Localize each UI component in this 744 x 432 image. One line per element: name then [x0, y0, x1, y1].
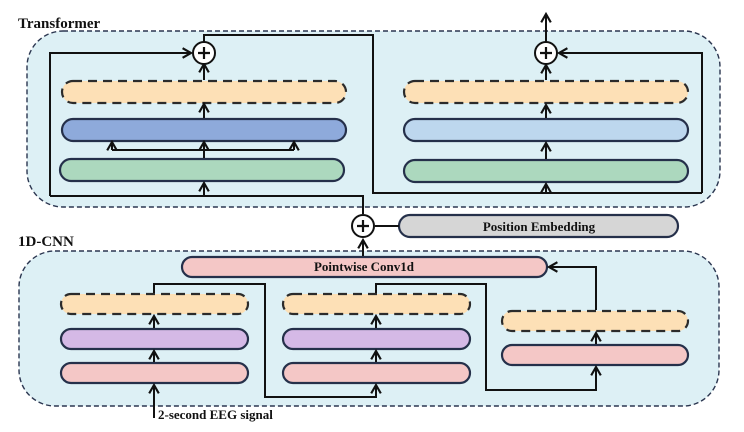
transformer-block-1-dropout — [60, 79, 348, 105]
cnn-branch-1-dropout — [59, 292, 250, 316]
tb1-to-tb2-connector — [203, 34, 552, 194]
transformer-section-title: Transformer — [18, 16, 101, 32]
arrow-branch-3-to-pointwise — [546, 261, 597, 310]
transformer-block-1-norm — [58, 157, 346, 183]
cnn-section-title: 1D-CNN — [18, 234, 74, 250]
branch-2-to-branch-3 — [375, 283, 602, 391]
position-embedding-add-node — [351, 214, 375, 238]
tb2-residual — [556, 47, 703, 193]
cnn-branch-2-norm — [281, 361, 472, 385]
transformer-block-2-dropout — [402, 79, 690, 105]
plus-icon — [198, 47, 210, 59]
cnn-branch-3-conv — [500, 343, 690, 367]
tb1-residual — [49, 47, 194, 196]
cnn-branch-2-conv — [281, 327, 472, 351]
tb1-input-line — [204, 195, 364, 214]
plus-icon — [540, 47, 552, 59]
position-embedding-label: Position Embedding — [483, 219, 596, 234]
transformer-block-1-attention — [60, 117, 348, 143]
cnn-branch-2-dropout — [281, 292, 472, 316]
transformer-block-2-feedforward — [402, 117, 690, 143]
input-signal-label: 2-second EEG signal — [158, 407, 273, 422]
branch-1-to-branch-2 — [153, 283, 382, 398]
plus-icon — [357, 220, 369, 232]
transformer-block-2-add-node — [534, 41, 558, 65]
cnn-branch-1-conv — [59, 327, 250, 351]
transformer-block-1-add-node — [192, 41, 216, 65]
pointwise-conv-label: Pointwise Conv1d — [314, 259, 415, 274]
cnn-branch-1-norm — [59, 361, 250, 385]
cnn-branch-3-dropout — [500, 309, 690, 333]
transformer-block-2-norm — [402, 158, 690, 184]
